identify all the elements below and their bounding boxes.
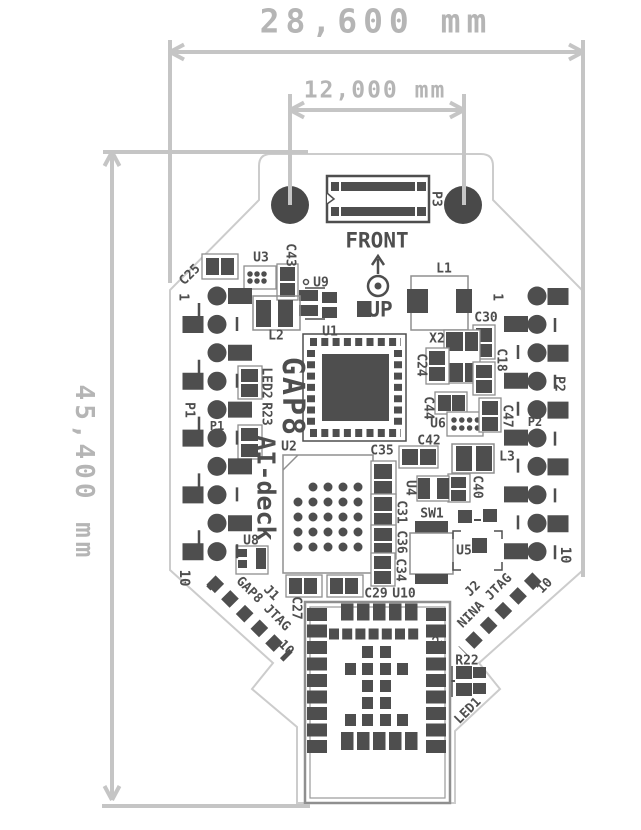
- label-p1-pin10: 10: [176, 569, 192, 587]
- dimension-width-label: 28,600 mm: [259, 1, 493, 41]
- camera-u2: [282, 454, 374, 574]
- label-c47: C47: [499, 404, 515, 428]
- label-u9: U9: [313, 275, 329, 291]
- component-c43: [276, 263, 299, 301]
- chip-u1-gap8: [302, 333, 407, 442]
- label-led2: LED2: [258, 367, 274, 399]
- label-p2: P2: [551, 376, 567, 392]
- label-u6: U6: [430, 416, 446, 432]
- label-p1-small: P1: [209, 419, 225, 433]
- dimension-hole-spacing-label: 12,000 mm: [303, 77, 447, 104]
- label-l3: L3: [499, 449, 515, 465]
- component-c47: [478, 397, 502, 433]
- component-c40: [447, 473, 471, 503]
- label-p2-pin10: 10: [557, 546, 573, 564]
- label-u3: U3: [253, 250, 269, 266]
- label-u10: U10: [392, 586, 416, 602]
- component-c35: [370, 460, 397, 499]
- component-l3: [451, 443, 495, 474]
- module-u10-nina: [303, 600, 452, 805]
- label-u4: U4: [402, 480, 418, 496]
- component-u3: [243, 265, 277, 290]
- label-c24: C24: [413, 353, 429, 377]
- orientation-marker: [366, 253, 390, 298]
- label-c36: C36: [393, 530, 409, 554]
- label-c31: C31: [393, 500, 409, 524]
- label-c35: C35: [370, 443, 394, 459]
- dimension-board-width: [168, 40, 585, 577]
- dimension-hole-spacing: [288, 94, 466, 205]
- jtag-j2-pads: [458, 572, 542, 656]
- connector-p3: [325, 174, 431, 224]
- label-r23: R23: [258, 402, 274, 426]
- component-c44: [434, 391, 468, 415]
- component-l1: [407, 275, 472, 331]
- component-u8: [235, 545, 269, 575]
- component-c31: [370, 493, 397, 530]
- component-r23: [237, 424, 263, 460]
- label-sw1: SW1: [420, 506, 444, 522]
- front-label: FRONT: [345, 228, 409, 253]
- label-l1: L1: [436, 261, 452, 277]
- label-c18: C18: [493, 348, 509, 372]
- label-x2: X2: [429, 331, 445, 347]
- component-c24: [425, 347, 450, 385]
- component-c18: [472, 361, 496, 396]
- label-p1-pin1: 1: [175, 293, 191, 301]
- component-u4: [416, 475, 450, 502]
- component-u9-area: [299, 278, 371, 320]
- label-r22: R22: [455, 653, 479, 669]
- label-p2-small: P2: [527, 415, 543, 429]
- component-u5: [452, 509, 503, 571]
- gap8-silkscreen-label: GAP8: [275, 356, 310, 438]
- up-label: UP: [367, 297, 393, 322]
- label-c34: C34: [392, 558, 408, 582]
- dimension-board-height: [102, 150, 310, 808]
- label-u2: U2: [281, 439, 297, 455]
- component-c25: [201, 253, 239, 280]
- component-c27-cap: [285, 574, 323, 598]
- label-u8: U8: [243, 533, 259, 549]
- label-p2-pin1: 1: [489, 293, 505, 301]
- label-u5: U5: [456, 543, 472, 559]
- label-c43: C43: [282, 243, 298, 267]
- label-c42: C42: [417, 433, 441, 449]
- ai-deck-silkscreen-label: AI-deck: [251, 435, 281, 541]
- label-c27: C27: [288, 596, 304, 620]
- component-sw1: [409, 521, 454, 584]
- dimension-height-label: 45,400 mm: [69, 384, 99, 562]
- component-c42: [398, 445, 439, 469]
- label-p3: P3: [428, 191, 444, 207]
- label-u1: U1: [322, 324, 338, 340]
- component-l2: [252, 295, 301, 331]
- component-c34: [370, 552, 396, 587]
- component-r22-led1: [448, 666, 486, 697]
- label-l2: L2: [268, 328, 284, 344]
- label-c30: C30: [474, 310, 498, 326]
- component-c29-cap: [326, 574, 364, 598]
- component-u6: [446, 411, 484, 437]
- label-p1: P1: [181, 402, 197, 418]
- jtag-j1-pads: [206, 575, 293, 662]
- header-p2: [504, 286, 569, 562]
- label-c40: C40: [469, 475, 485, 499]
- header-p1: [182, 286, 252, 562]
- label-c29: C29: [364, 586, 388, 602]
